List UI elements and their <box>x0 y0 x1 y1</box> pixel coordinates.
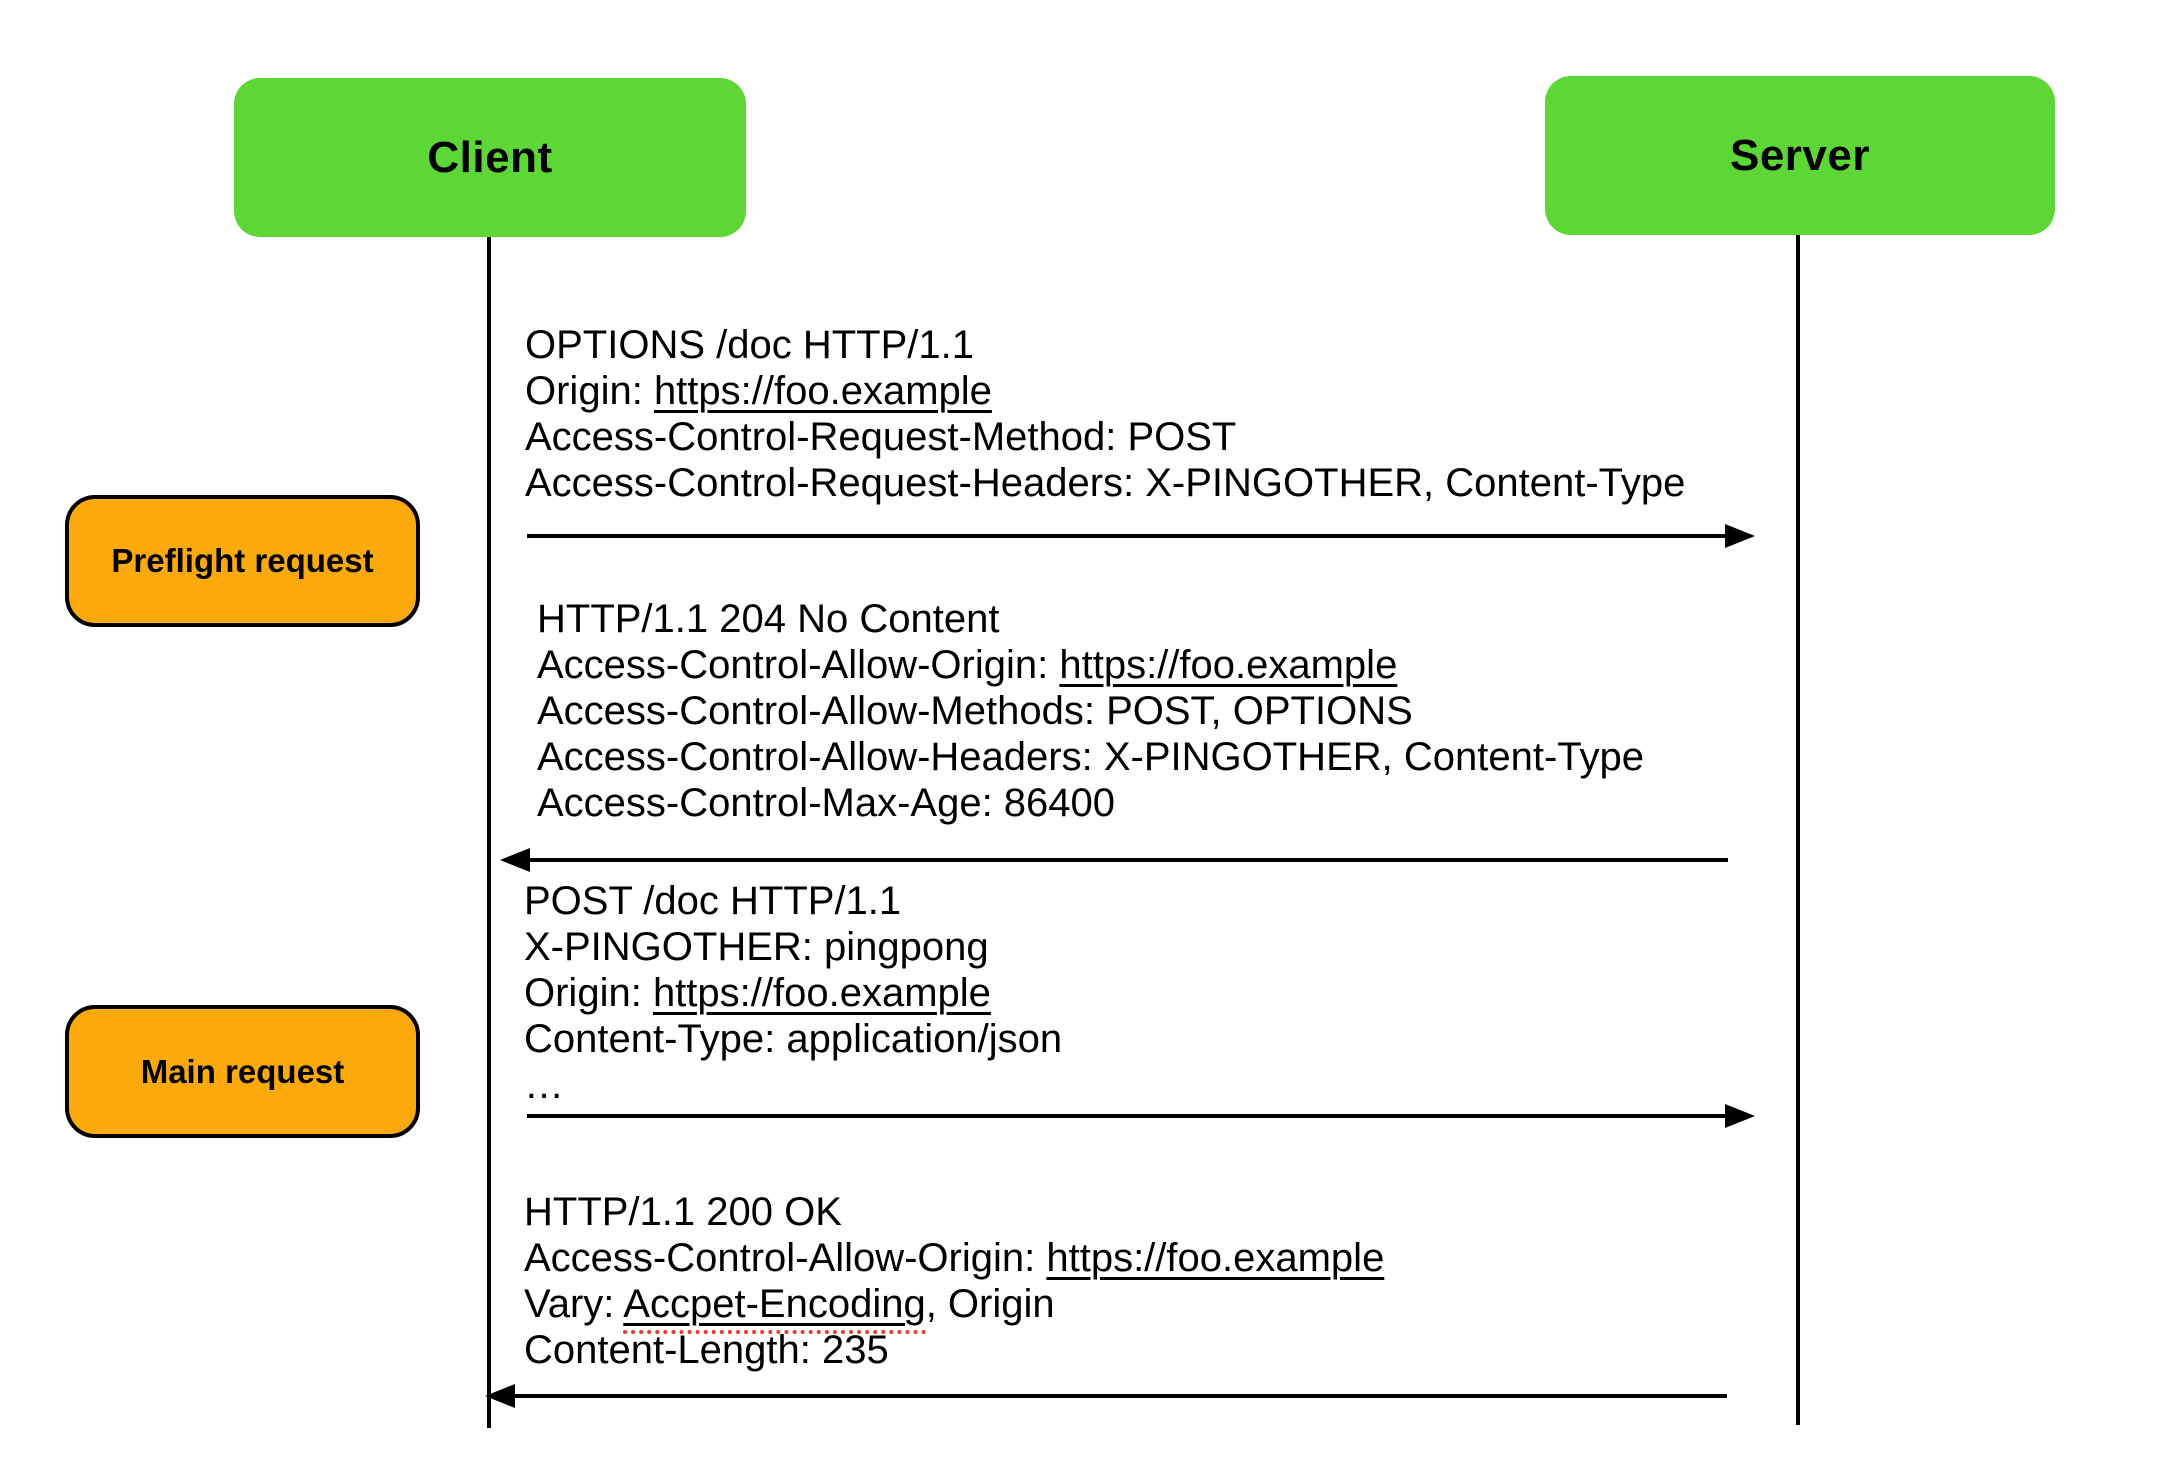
text-segment: Origin: <box>525 369 654 413</box>
text-segment: Access-Control-Allow-Origin: <box>524 1236 1047 1280</box>
underlined-text: Accpet-Encoding <box>623 1282 926 1334</box>
message-line: X-PINGOTHER: pingpong <box>524 924 1062 970</box>
message-line: Access-Control-Request-Headers: X-PINGOT… <box>525 460 1685 506</box>
message-line: Access-Control-Allow-Methods: POST, OPTI… <box>537 688 1644 734</box>
actor-client-label: Client <box>427 132 553 182</box>
text-segment: Access-Control-Allow-Origin: <box>537 643 1060 687</box>
message-line: POST /doc HTTP/1.1 <box>524 878 1062 924</box>
message-line: Access-Control-Max-Age: 86400 <box>537 780 1644 826</box>
actor-client: Client <box>234 78 746 237</box>
message-line: Access-Control-Request-Method: POST <box>525 414 1685 460</box>
main-request-badge: Main request <box>65 1005 420 1138</box>
text-segment: Access-Control-Allow-Methods: POST, OPTI… <box>537 689 1413 733</box>
request-arrow-icon <box>527 1104 1755 1128</box>
client-lifeline <box>487 237 491 1428</box>
text-segment: POST /doc HTTP/1.1 <box>524 879 902 923</box>
main-request-label: Main request <box>140 1052 345 1090</box>
message-line: HTTP/1.1 204 No Content <box>537 596 1644 642</box>
message-line: Vary: Accpet-Encoding, Origin <box>524 1281 1384 1334</box>
message-line: Content-Length: 235 <box>524 1327 1384 1373</box>
text-segment: X-PINGOTHER: pingpong <box>524 925 989 969</box>
underlined-text: https://foo.example <box>1046 1236 1385 1280</box>
text-segment: OPTIONS /doc HTTP/1.1 <box>525 323 975 367</box>
text-segment: … <box>524 1063 564 1107</box>
text-segment: HTTP/1.1 200 OK <box>524 1190 842 1234</box>
preflight-request-badge: Preflight request <box>65 495 420 627</box>
message-line: HTTP/1.1 200 OK <box>524 1189 1384 1235</box>
text-segment: Origin: <box>524 971 653 1015</box>
message-line: Content-Type: application/json <box>524 1016 1062 1062</box>
message-line: Origin: https://foo.example <box>525 368 1685 414</box>
text-segment: Vary: <box>524 1282 624 1326</box>
message-line: Access-Control-Allow-Origin: https://foo… <box>537 642 1644 688</box>
underlined-text: https://foo.example <box>653 369 992 413</box>
response-arrow-icon <box>485 1384 1727 1408</box>
text-segment: Content-Type: application/json <box>524 1017 1063 1061</box>
message-line: Access-Control-Allow-Origin: https://foo… <box>524 1235 1384 1281</box>
underlined-text: https://foo.example <box>652 971 991 1015</box>
request-arrow-icon <box>527 524 1755 548</box>
message-line: Access-Control-Allow-Headers: X-PINGOTHE… <box>537 734 1644 780</box>
text-segment: Content-Length: 235 <box>524 1328 889 1372</box>
text-segment: , Origin <box>925 1282 1055 1326</box>
server-lifeline <box>1796 235 1800 1425</box>
message-line: OPTIONS /doc HTTP/1.1 <box>525 322 1685 368</box>
underlined-text: https://foo.example <box>1059 643 1398 687</box>
response-arrow-icon <box>500 848 1728 872</box>
message-line: Origin: https://foo.example <box>524 970 1062 1016</box>
text-segment: HTTP/1.1 204 No Content <box>537 597 1000 641</box>
text-segment: Access-Control-Max-Age: 86400 <box>537 781 1116 825</box>
message-line: … <box>524 1062 1062 1108</box>
text-segment: Access-Control-Allow-Headers: X-PINGOTHE… <box>537 735 1644 779</box>
preflight-request-label: Preflight request <box>111 542 374 579</box>
actor-server-label: Server <box>1729 130 1870 180</box>
actor-server: Server <box>1545 76 2055 235</box>
text-segment: Access-Control-Request-Headers: X-PINGOT… <box>525 461 1686 505</box>
text-segment: Access-Control-Request-Method: POST <box>525 415 1237 459</box>
